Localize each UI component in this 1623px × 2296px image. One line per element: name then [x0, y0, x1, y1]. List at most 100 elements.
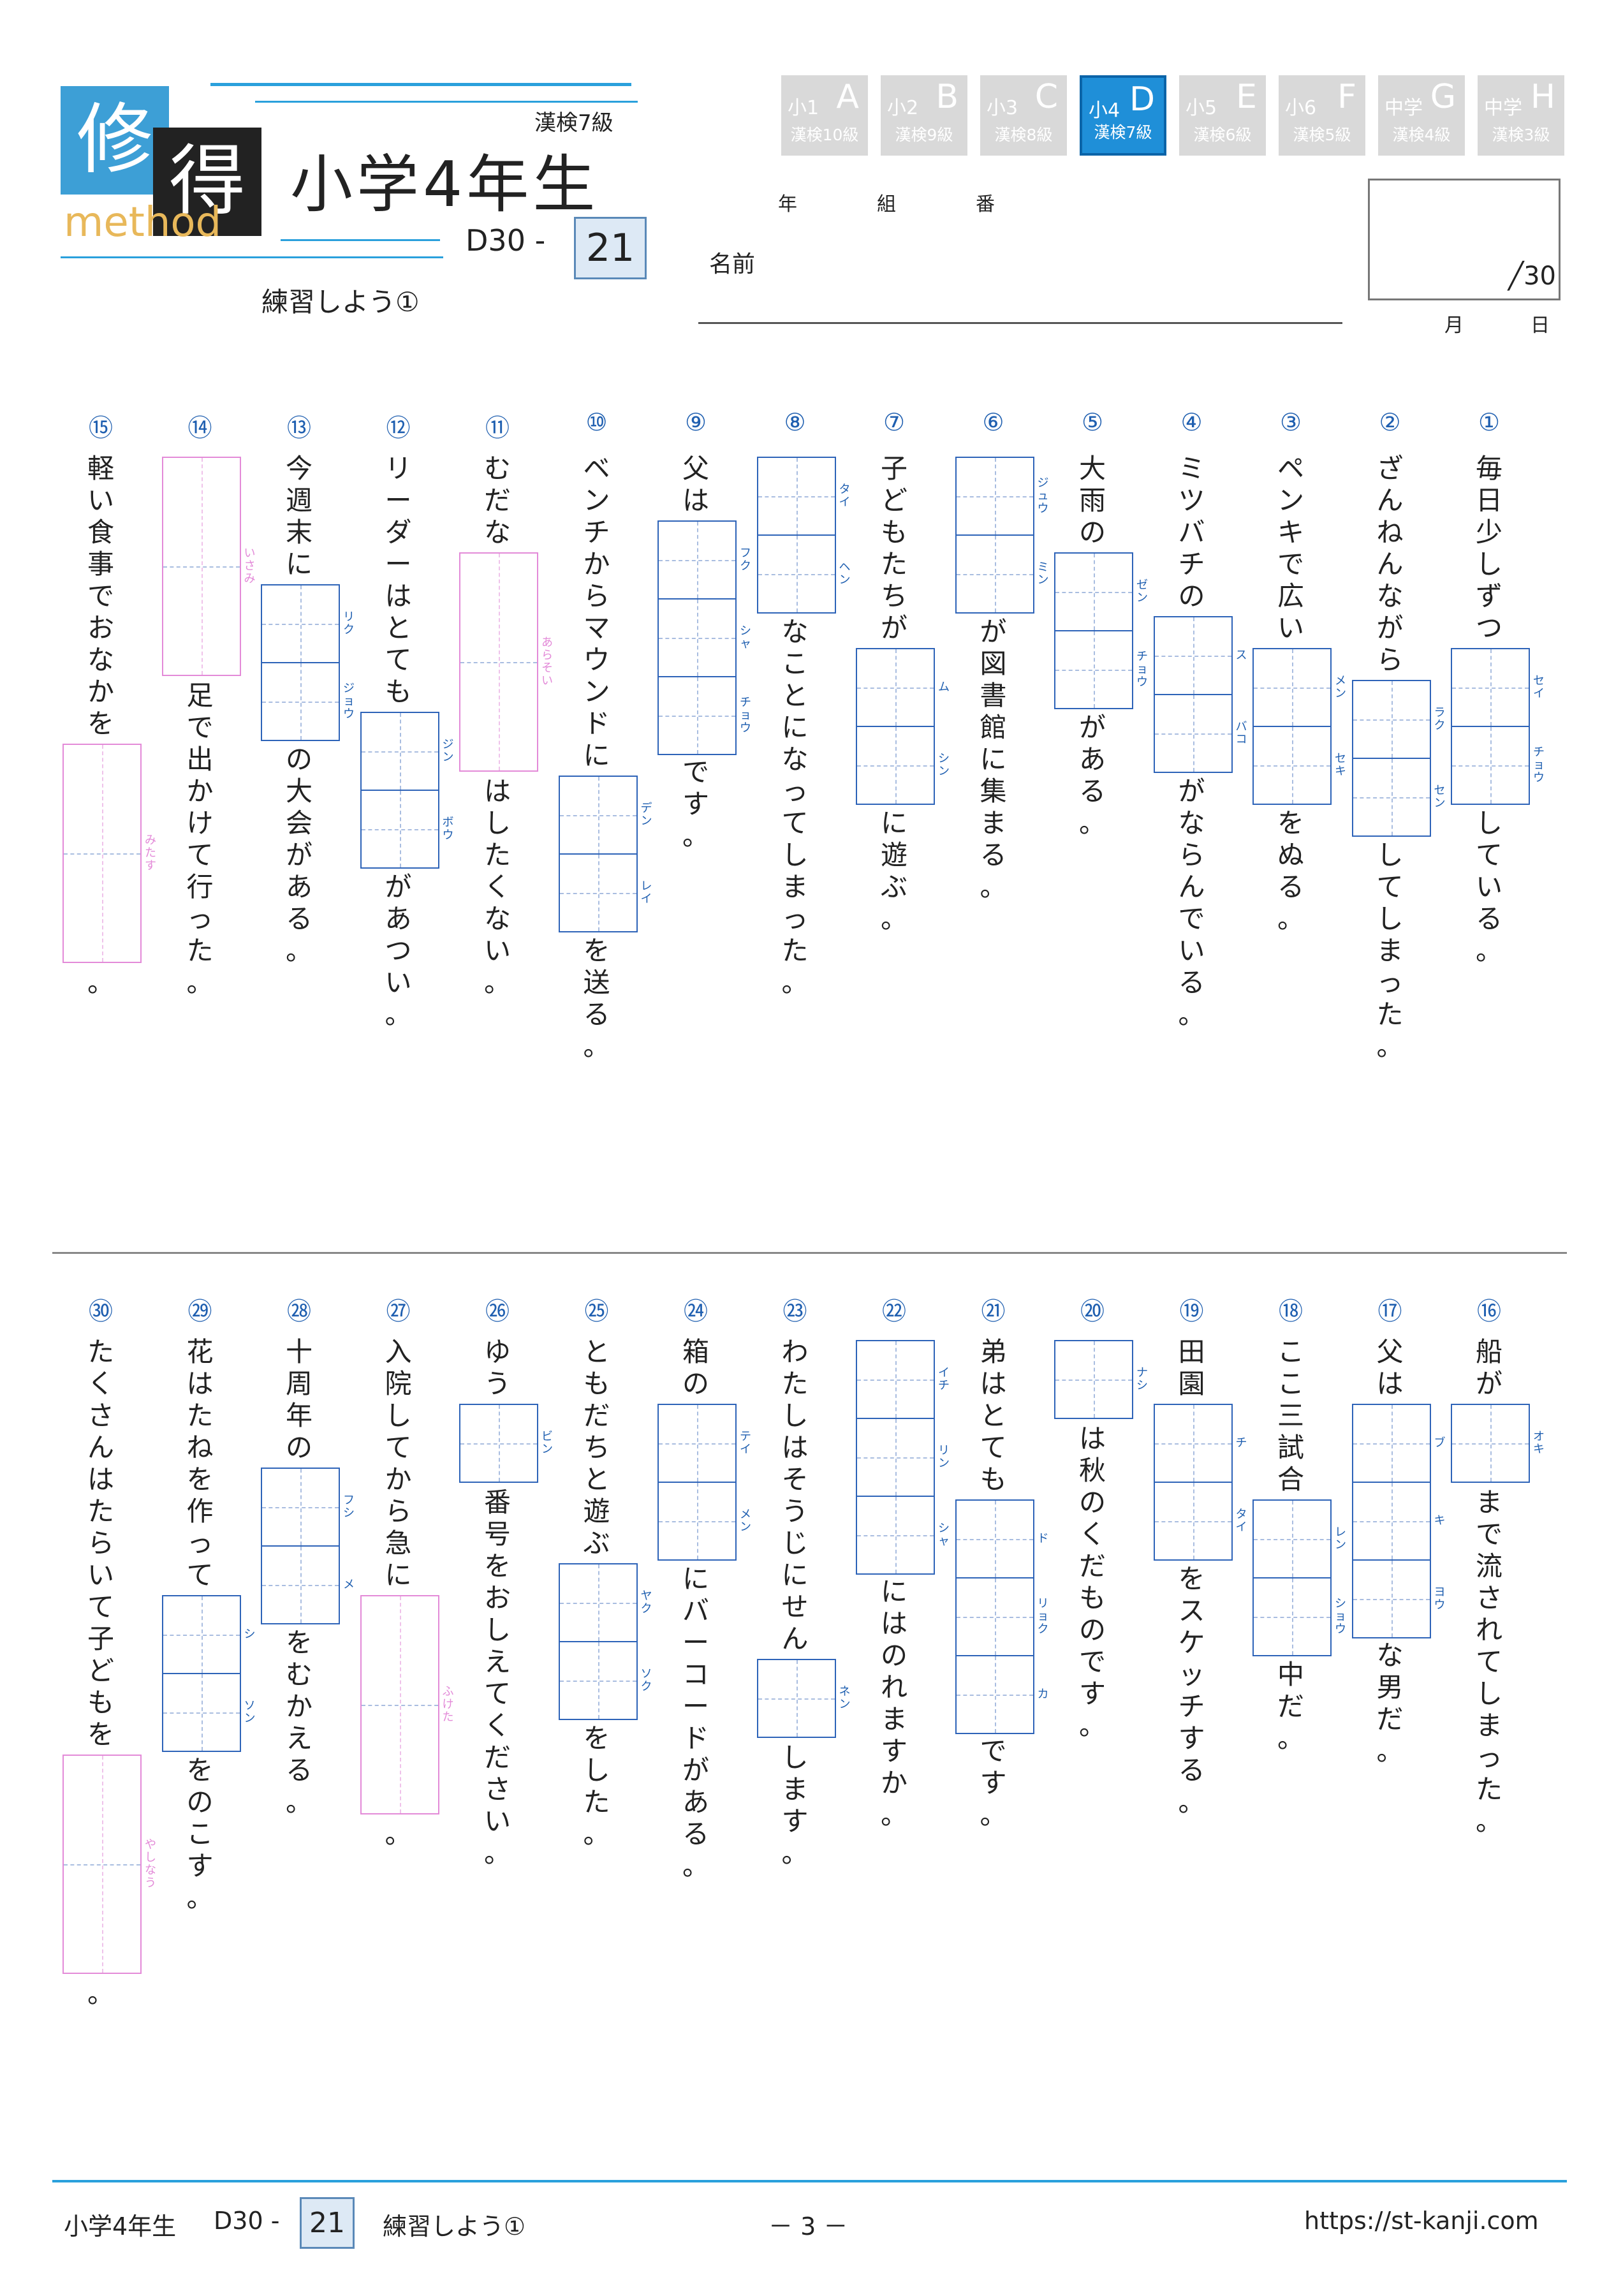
answer-cell[interactable]: シャ: [659, 598, 751, 676]
answer-cell[interactable]: チョウ: [1452, 726, 1545, 804]
kanji-answer-box[interactable]: タイヘン: [756, 457, 851, 614]
answer-cell[interactable]: ミン: [956, 534, 1049, 612]
answer-cell[interactable]: フシ: [262, 1469, 355, 1545]
answer-cell[interactable]: フク: [659, 522, 751, 598]
answer-cell[interactable]: ボウ: [361, 790, 454, 867]
answer-cell[interactable]: やしなう: [64, 1756, 156, 1973]
kanji-answer-box[interactable]: リクジョウ: [261, 584, 355, 741]
answer-cell[interactable]: ビン: [460, 1405, 553, 1482]
okurigana-answer-box[interactable]: やしなう: [62, 1755, 156, 1974]
answer-cell[interactable]: リク: [262, 585, 355, 662]
kanji-answer-box[interactable]: ナシ: [1054, 1340, 1148, 1419]
answer-cell[interactable]: カ: [956, 1655, 1049, 1733]
question-text: 中だ。: [1277, 1659, 1304, 1754]
answer-cell[interactable]: セン: [1353, 758, 1446, 835]
kanji-answer-box[interactable]: ジュウミン: [955, 457, 1049, 614]
name-line[interactable]: [698, 322, 1342, 324]
answer-cell[interactable]: ネン: [758, 1660, 851, 1737]
answer-cell[interactable]: ふけた: [361, 1596, 454, 1813]
kanji-answer-box[interactable]: レンショウ: [1252, 1499, 1346, 1656]
answer-cell[interactable]: チョウ: [659, 676, 751, 754]
answer-cell[interactable]: シャ: [857, 1496, 950, 1573]
answer-cell[interactable]: ジョウ: [262, 662, 355, 740]
kanji-answer-box[interactable]: ラクセン: [1351, 680, 1446, 837]
answer-cell[interactable]: イチ: [857, 1341, 950, 1418]
answer-cell[interactable]: いさみ: [163, 458, 256, 675]
answer-cell[interactable]: レン: [1254, 1501, 1346, 1577]
question-number: ⑱: [1278, 1297, 1303, 1325]
kanji-answer-box[interactable]: フシメ: [261, 1468, 355, 1624]
kanji-answer-box[interactable]: ムシン: [856, 648, 950, 805]
answer-cell[interactable]: ヤク: [559, 1564, 652, 1641]
answer-cell[interactable]: ナシ: [1055, 1341, 1148, 1418]
kanji-answer-box[interactable]: オキ: [1451, 1404, 1545, 1483]
kanji-answer-box[interactable]: ブキヨウ: [1351, 1404, 1446, 1638]
footer-url[interactable]: https://st-kanji.com: [1304, 2207, 1539, 2235]
answer-cell[interactable]: チ: [1154, 1405, 1247, 1482]
answer-cell[interactable]: みたす: [64, 745, 156, 962]
kanji-answer-box[interactable]: チタイ: [1153, 1404, 1247, 1561]
answer-cell[interactable]: メン: [1254, 649, 1346, 726]
okurigana-answer-box[interactable]: ふけた: [360, 1595, 454, 1814]
answer-cell[interactable]: ソン: [163, 1673, 256, 1751]
answer-cell[interactable]: セイ: [1452, 649, 1545, 726]
answer-cell[interactable]: シン: [857, 726, 950, 804]
answer-cell[interactable]: ム: [857, 649, 950, 726]
answer-cell[interactable]: ブ: [1353, 1405, 1446, 1482]
kanji-answer-box[interactable]: セイチョウ: [1451, 648, 1545, 805]
answer-cell[interactable]: デン: [559, 777, 652, 853]
kanji-answer-box[interactable]: スバコ: [1153, 616, 1247, 773]
answer-cell[interactable]: リョク: [956, 1577, 1049, 1655]
answer-cell[interactable]: ヨウ: [1353, 1559, 1446, 1637]
answer-cell[interactable]: ヘン: [758, 534, 851, 612]
answer-cell[interactable]: ド: [956, 1501, 1049, 1577]
reading-hint: イチ: [938, 1366, 950, 1392]
answer-cell[interactable]: タイ: [1154, 1482, 1247, 1559]
answer-cell[interactable]: テイ: [659, 1405, 751, 1482]
answer-cell[interactable]: メン: [659, 1482, 751, 1559]
kanji-answer-box[interactable]: ドリョクカ: [955, 1499, 1049, 1734]
okurigana-answer-box[interactable]: みたす: [62, 744, 156, 963]
answer-cell[interactable]: セキ: [1254, 726, 1346, 804]
kanji-answer-box[interactable]: ゼンチョウ: [1054, 552, 1148, 709]
answer-cell[interactable]: オキ: [1452, 1405, 1545, 1482]
kanji-answer-box[interactable]: シソン: [161, 1595, 256, 1752]
answer-cell[interactable]: シ: [163, 1596, 256, 1673]
answer-cell[interactable]: あらそい: [460, 554, 553, 770]
answer-cell[interactable]: ラク: [1353, 681, 1446, 758]
answer-cell[interactable]: チョウ: [1055, 630, 1148, 708]
kanji-answer-box[interactable]: デンレイ: [558, 776, 652, 932]
class-label: 組: [877, 193, 896, 216]
answer-cell[interactable]: タイ: [758, 458, 851, 534]
answer-cell[interactable]: ジュウ: [956, 458, 1049, 534]
kanji-answer-box[interactable]: ネン: [756, 1659, 851, 1738]
answer-cell[interactable]: ソク: [559, 1641, 652, 1719]
answer-cell[interactable]: レイ: [559, 853, 652, 931]
okurigana-answer-box[interactable]: いさみ: [161, 457, 256, 676]
answer-cell[interactable]: ショウ: [1254, 1577, 1346, 1655]
answer-cell[interactable]: キ: [1353, 1482, 1446, 1559]
kanji-answer-box[interactable]: ビン: [459, 1404, 553, 1483]
kanji-answer-box[interactable]: メンセキ: [1252, 648, 1346, 805]
kanji-answer-box[interactable]: フクシャチョウ: [657, 520, 751, 755]
kanji-answer-box[interactable]: テイメン: [657, 1404, 751, 1561]
answer-cell[interactable]: バコ: [1154, 694, 1247, 772]
answer-cell[interactable]: ジン: [361, 713, 454, 790]
okurigana-answer-box[interactable]: あらそい: [459, 552, 553, 772]
answer-cell[interactable]: ス: [1154, 617, 1247, 694]
answer-cell[interactable]: ゼン: [1055, 554, 1148, 630]
kanji-answer-box[interactable]: ジンボウ: [360, 712, 454, 869]
kanji-answer-box[interactable]: ヤクソク: [558, 1563, 652, 1720]
score-box[interactable]: [1368, 179, 1561, 300]
answer-cell[interactable]: メ: [262, 1545, 355, 1623]
answer-cell[interactable]: リン: [857, 1418, 950, 1496]
kanji-answer-box[interactable]: イチリンシャ: [856, 1340, 950, 1575]
